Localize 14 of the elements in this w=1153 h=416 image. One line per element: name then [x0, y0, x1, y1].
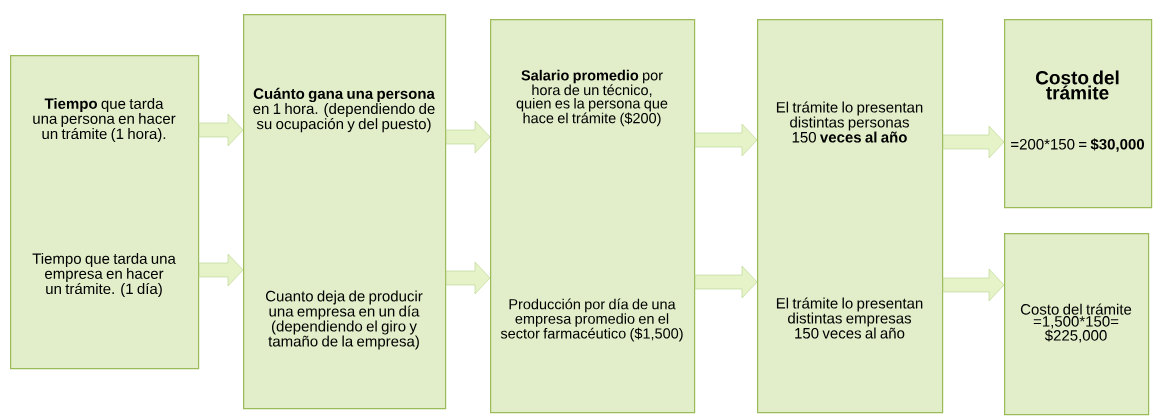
block-arrow [445, 261, 491, 295]
block-arrow [694, 265, 758, 299]
text-box: Cuánto gana una persona en 1 hora. (dependiendo de su ocupación y del puesto) Cuanto deja de producir una empresa en un día (dependiendo el giro y tamaño de la empresa) [243, 14, 447, 410]
block-arrow [942, 125, 1005, 159]
block-arrow [198, 253, 244, 287]
block-arrow [942, 268, 1005, 302]
text-box: El trámite lo presentan distintas personas 150 veces al año El trámite lo presentan distintas empresas 150 veces al año [757, 19, 944, 414]
block-arrow [694, 123, 758, 157]
block-arrow [198, 113, 244, 147]
text-box: Tiempo que tarda una persona en hacer un trámite (1 hora). Tiempo que tarda una empresa en hacer un trámite. (1 día) [10, 55, 200, 370]
text-box: Costo del trámite =200*150 = $30,000 [1004, 19, 1153, 209]
block-arrow [445, 120, 491, 154]
text-box: Salario promedio por hora de un técnico, quien es la persona que hace el trámite ($200) Producción por día de una empresa promedio en el sector farmacéutico ($1,500) [490, 19, 696, 414]
text-box: Costo del trámite =1,500*150= $225,000 [1004, 233, 1150, 416]
